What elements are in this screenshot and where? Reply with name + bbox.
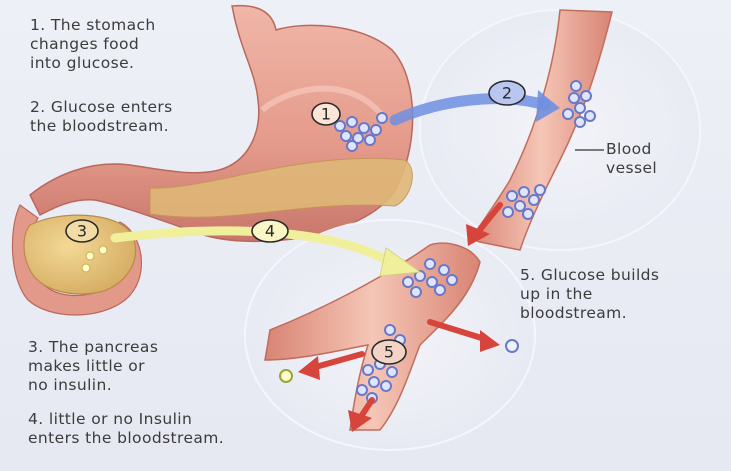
svg-text:5: 5 [384, 343, 394, 362]
step-marker-4: 4 [252, 220, 288, 242]
step1-caption: 1. The stomach changes food into glucose… [30, 16, 156, 73]
step5-caption: 5. Glucose builds up in the bloodstream. [520, 266, 659, 323]
blood-vessel-label: Blood vessel [606, 140, 657, 178]
step3-caption: 3. The pancreas makes little or no insul… [28, 338, 158, 395]
step2-caption: 2. Glucose enters the bloodstream. [30, 98, 173, 136]
glucose-dot [280, 370, 292, 382]
step-marker-1: 1 [312, 103, 340, 125]
step-marker-5: 5 [372, 340, 406, 364]
glucose-dot [506, 340, 518, 352]
upper-vessel-circle [420, 10, 700, 250]
svg-text:1: 1 [321, 105, 331, 124]
step-marker-2: 2 [489, 81, 525, 105]
insulin-dot [82, 264, 90, 272]
insulin-dot [86, 252, 94, 260]
svg-text:4: 4 [265, 222, 275, 241]
svg-text:2: 2 [502, 84, 512, 103]
step-marker-3: 3 [66, 220, 98, 242]
insulin-dot [99, 246, 107, 254]
svg-text:3: 3 [77, 222, 87, 241]
step4-caption: 4. little or no Insulin enters the blood… [28, 410, 224, 448]
